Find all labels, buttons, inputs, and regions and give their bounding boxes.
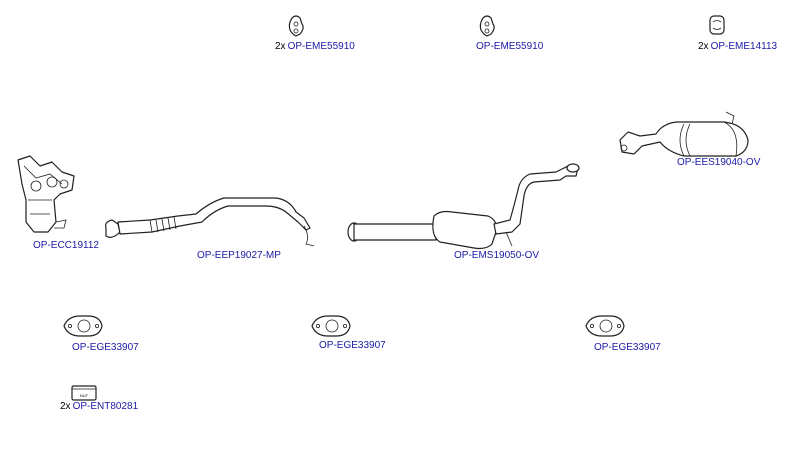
rear-silencer-code[interactable]: OP-EES19040-OV xyxy=(677,157,761,168)
gasket-icon[interactable] xyxy=(585,315,625,337)
fitting-kit-icon[interactable]: NUT xyxy=(71,385,97,401)
gasket-icon[interactable] xyxy=(311,315,351,337)
gasket-3-code[interactable]: OP-EGE33907 xyxy=(594,342,661,353)
centre-silencer-code[interactable]: OP-EMS19050-OV xyxy=(454,250,540,261)
hanger-2-code[interactable]: OP-EME55910 xyxy=(476,41,544,52)
front-pipe-label: OP-EEP19027-MP xyxy=(197,250,281,262)
hanger-2-label: OP-EME55910 xyxy=(476,41,543,53)
fitting-kit-qty: 2x xyxy=(60,401,71,412)
front-pipe-icon[interactable] xyxy=(105,197,315,247)
rear-silencer-label: OP-EES19040-OV xyxy=(677,157,760,169)
front-pipe-code[interactable]: OP-EEP19027-MP xyxy=(197,250,281,261)
hanger-1-qty: 2x xyxy=(275,41,286,52)
hanger-1-code[interactable]: OP-EME55910 xyxy=(287,41,355,52)
rear-silencer-icon[interactable] xyxy=(619,111,749,157)
mount-qty: 2x xyxy=(698,41,709,52)
rubber-mount-icon[interactable] xyxy=(709,15,725,35)
gasket-2-code[interactable]: OP-EGE33907 xyxy=(319,340,386,351)
fitting-kit-box-text: NUT xyxy=(80,393,89,398)
rubber-hanger-icon[interactable] xyxy=(479,15,495,37)
catalyst-code[interactable]: OP-ECC19112 xyxy=(33,240,99,251)
gasket-1-code[interactable]: OP-EGE33907 xyxy=(72,342,139,353)
gasket-3-label: OP-EGE33907 xyxy=(594,342,661,354)
gasket-icon[interactable] xyxy=(63,315,103,337)
mount-code[interactable]: OP-EME14113 xyxy=(710,41,778,52)
rubber-hanger-icon[interactable] xyxy=(288,15,304,37)
gasket-1-label: OP-EGE33907 xyxy=(72,342,139,354)
centre-silencer-label: OP-EMS19050-OV xyxy=(454,250,539,262)
centre-silencer-icon[interactable] xyxy=(347,163,580,250)
catalyst-label: OP-ECC19112 xyxy=(33,240,99,252)
catalytic-converter-icon[interactable] xyxy=(17,155,75,233)
gasket-2-label: OP-EGE33907 xyxy=(319,340,386,352)
fitting-kit-code[interactable]: OP-ENT80281 xyxy=(72,401,139,412)
